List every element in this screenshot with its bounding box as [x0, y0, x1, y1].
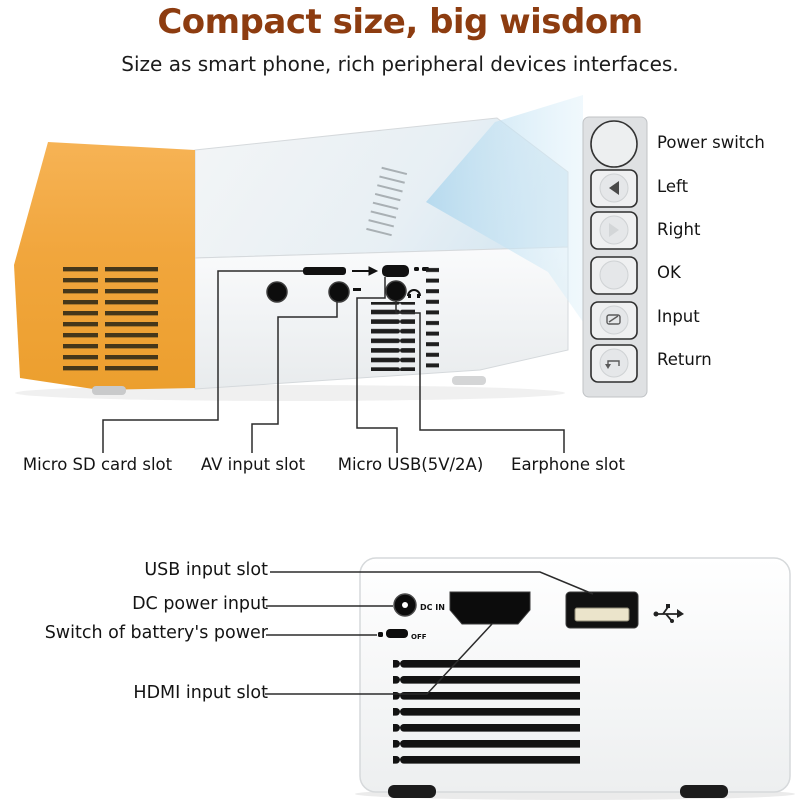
port-label-hdmi-input: HDMI input slot	[133, 683, 268, 703]
dc-in-label: DC IN	[420, 603, 445, 612]
callout-line-sd	[102, 270, 303, 453]
return-button	[590, 344, 638, 383]
button-label-ok: OK	[657, 263, 681, 282]
dc-power-jack	[393, 593, 417, 617]
arrow-icon	[352, 266, 379, 276]
button-label-right: Right	[657, 220, 701, 239]
side-vents	[105, 263, 158, 373]
round-port	[266, 281, 288, 303]
foot	[92, 386, 126, 395]
button-label-input: Input	[657, 307, 700, 326]
callout-line-microusb	[356, 277, 398, 453]
hdmi-port	[449, 591, 531, 625]
sd-card-slot	[303, 267, 346, 275]
page-subtitle: Size as smart phone, rich peripheral dev…	[121, 52, 679, 76]
top-projector-shadow	[15, 385, 565, 401]
port-label-usb-input: USB input slot	[144, 560, 268, 580]
indicator-dot	[414, 267, 419, 271]
button-label-return: Return	[657, 350, 712, 369]
callout-line-earphone	[395, 301, 565, 453]
projector-side-panel	[14, 142, 195, 390]
foot	[388, 785, 436, 798]
callout-line-hdmi	[265, 623, 493, 695]
usb-port	[565, 591, 639, 629]
switch-state-label: OFF	[411, 633, 427, 641]
port-label-battery-switch: Switch of battery's power	[44, 623, 268, 643]
port-label-earphone: Earphone slot	[511, 455, 625, 474]
front-vent-dashes	[426, 266, 439, 372]
focus-wheel	[366, 166, 408, 237]
left-button	[590, 169, 638, 208]
usb-icon	[653, 604, 684, 623]
battery-switch	[378, 629, 408, 638]
earphone-jack	[385, 280, 407, 302]
back-vents	[393, 659, 580, 769]
headphone-icon	[407, 289, 421, 298]
button-label-power-switch: Power switch	[657, 133, 765, 152]
control-panel	[582, 116, 648, 398]
page-title: Compact size, big wisdom	[157, 2, 643, 42]
callout-line-av	[251, 301, 338, 453]
av-input-jack	[328, 281, 350, 303]
port-label-micro-usb: Micro USB(5V/2A)	[337, 455, 484, 474]
minus-mark	[353, 288, 361, 291]
port-label-av-input: AV input slot	[200, 455, 306, 474]
micro-usb-port	[382, 265, 409, 277]
side-vents	[63, 263, 98, 373]
ok-button	[590, 256, 638, 295]
light-beam	[426, 95, 583, 322]
right-button	[590, 211, 638, 250]
power-switch-button	[590, 120, 638, 168]
port-label-dc-power: DC power input	[132, 594, 268, 614]
foot	[680, 785, 728, 798]
port-label-micro-sd: Micro SD card slot	[22, 455, 173, 474]
foot	[452, 376, 486, 385]
button-label-left: Left	[657, 177, 689, 196]
input-button	[590, 301, 638, 340]
callout-line-usb	[270, 571, 594, 595]
